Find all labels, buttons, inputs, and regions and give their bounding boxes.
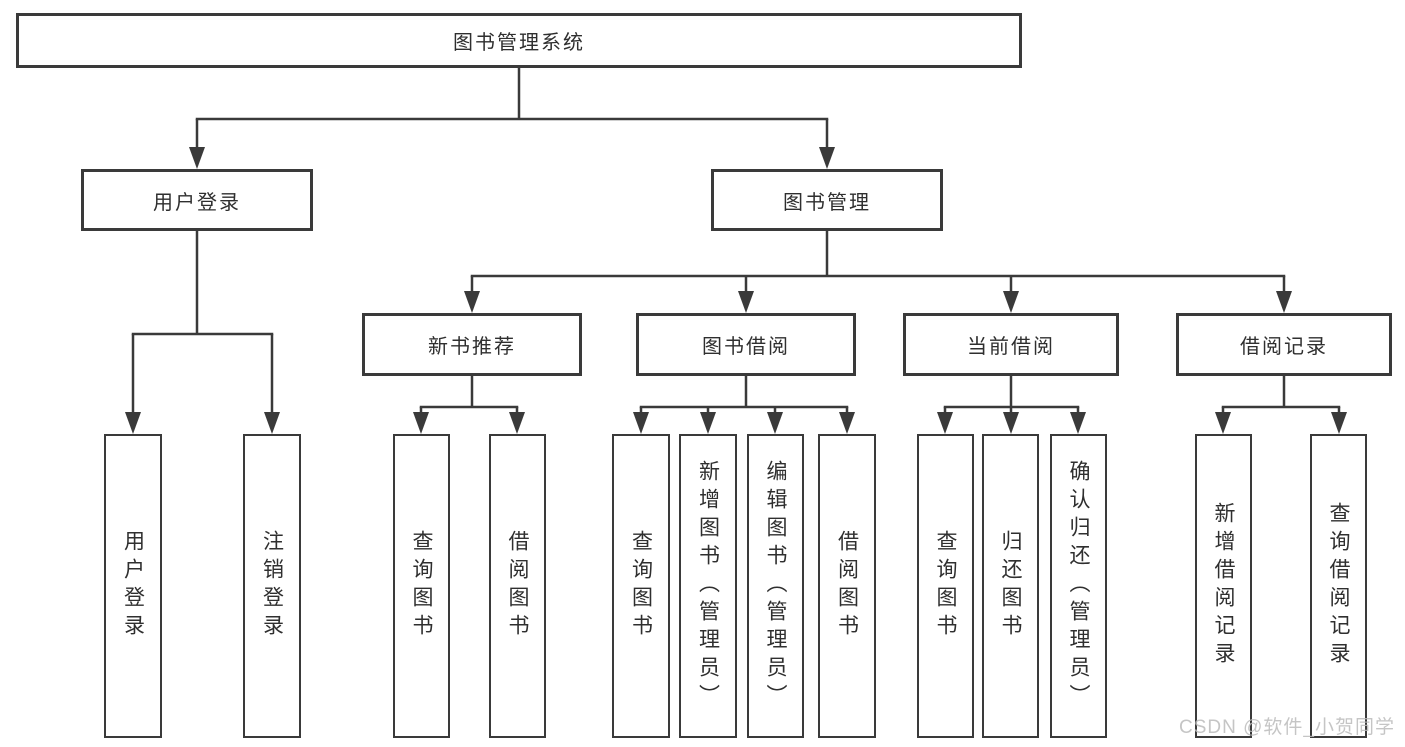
node-current-borrow: 当前借阅 — [903, 313, 1119, 376]
leaf-borrow-borrow-books: 借阅图书 — [818, 434, 876, 738]
leaf-return-books: 归还图书 — [982, 434, 1039, 738]
leaf-user-login: 用户登录 — [104, 434, 162, 738]
node-label: 借阅图书 — [506, 530, 529, 642]
node-label: 用户登录 — [121, 530, 145, 642]
leaf-newbook-borrow-books: 借阅图书 — [489, 434, 546, 738]
connector-book-management-to-level3 — [464, 231, 1292, 313]
node-label: 当前借阅 — [967, 336, 1055, 358]
leaf-confirm-return-admin: 确认归还（管理员） — [1050, 434, 1107, 738]
connector-borrow-record-to-leaves — [1215, 376, 1347, 434]
leaf-add-borrow-record: 新增借阅记录 — [1195, 434, 1252, 738]
node-label: 借阅图书 — [835, 530, 859, 642]
node-new-book-recommend: 新书推荐 — [362, 313, 582, 376]
node-label: 确认归还（管理员） — [1067, 460, 1090, 712]
leaf-newbook-query-books: 查询图书 — [393, 434, 450, 738]
leaf-query-borrow-record: 查询借阅记录 — [1310, 434, 1367, 738]
node-label: 查询图书 — [629, 530, 653, 642]
node-library-management-system: 图书管理系统 — [16, 13, 1022, 68]
node-label: 用户登录 — [153, 191, 241, 214]
node-book-management: 图书管理 — [711, 169, 943, 231]
node-label: 图书管理 — [783, 191, 871, 214]
node-label: 查询借阅记录 — [1327, 502, 1350, 670]
connector-current-borrow-to-leaves — [937, 376, 1086, 434]
node-label: 新书推荐 — [428, 336, 516, 358]
node-label: 查询图书 — [934, 530, 957, 642]
node-label: 查询图书 — [410, 530, 433, 642]
node-borrow-record: 借阅记录 — [1176, 313, 1392, 376]
node-label: 借阅记录 — [1240, 336, 1328, 358]
connector-root-to-level2 — [189, 68, 835, 169]
leaf-add-books-admin: 新增图书（管理员） — [679, 434, 737, 738]
node-label: 图书借阅 — [702, 336, 790, 358]
leaf-current-query-books: 查询图书 — [917, 434, 974, 738]
csdn-watermark: CSDN @软件_小贺同学 — [1179, 717, 1395, 738]
node-user-login: 用户登录 — [81, 169, 313, 231]
node-label: 新增图书（管理员） — [696, 460, 720, 712]
leaf-logout-login: 注销登录 — [243, 434, 301, 738]
leaf-edit-books-admin: 编辑图书（管理员） — [747, 434, 804, 738]
node-label: 图书管理系统 — [453, 32, 585, 54]
node-label: 编辑图书（管理员） — [764, 460, 787, 712]
node-book-borrow: 图书借阅 — [636, 313, 856, 376]
connector-new-book-to-leaves — [413, 376, 525, 434]
node-label: 注销登录 — [260, 530, 284, 642]
node-label: 归还图书 — [999, 530, 1022, 642]
node-label: 新增借阅记录 — [1212, 502, 1235, 670]
connector-user-login-to-leaves — [125, 231, 280, 434]
leaf-borrow-query-books: 查询图书 — [612, 434, 670, 738]
connector-book-borrow-to-leaves — [633, 376, 855, 434]
